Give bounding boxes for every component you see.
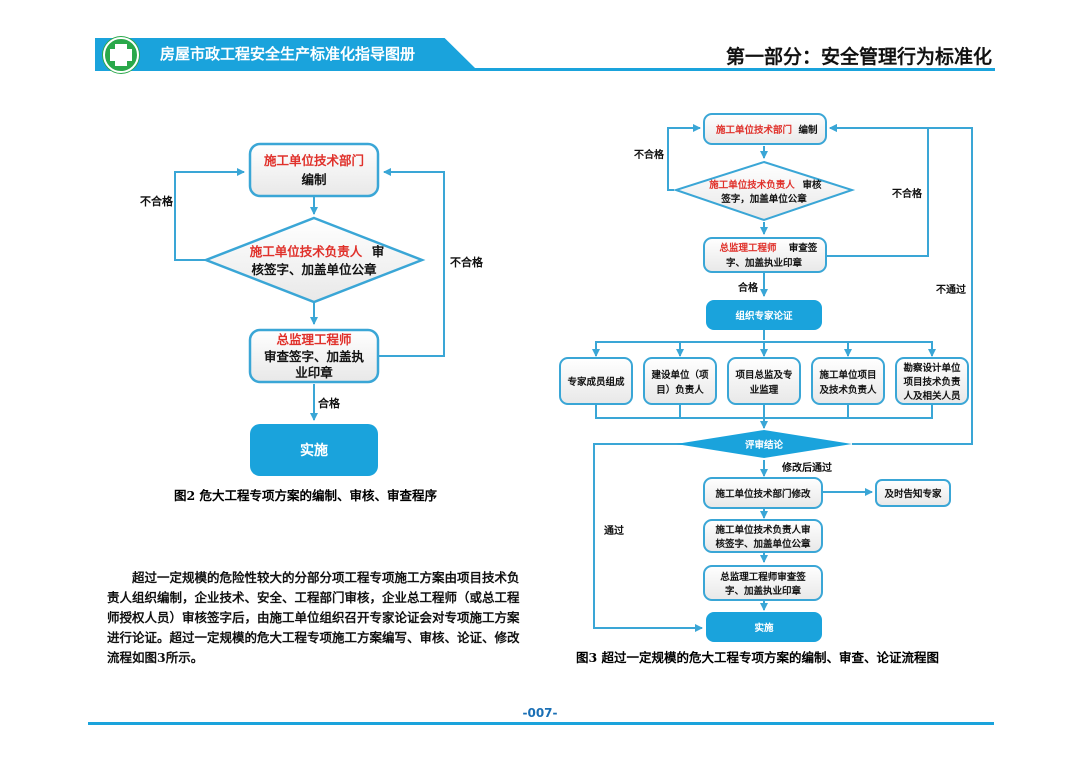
fig3-expert-4-l2: 及技术负责人 bbox=[819, 384, 877, 396]
fig2-diamond-black2: 核签字、加盖单位公章 bbox=[251, 262, 377, 277]
fig3-pass: 合格 bbox=[737, 281, 759, 294]
fig3-expert-1: 专家成员组成 bbox=[567, 376, 625, 388]
fig2-implement: 实施 bbox=[300, 442, 328, 459]
fig3-box-implement bbox=[706, 612, 822, 642]
fig2-box-chief bbox=[248, 328, 380, 384]
fig3-review: 评审结论 bbox=[745, 439, 784, 451]
fig3-expert-box-1 bbox=[559, 357, 633, 405]
fig3-expert-box-4 bbox=[811, 357, 885, 405]
fig3-fail-right: 不合格 bbox=[892, 187, 923, 200]
fig2-fail-left: 不合格 bbox=[140, 194, 174, 208]
fig3-box-tech-head bbox=[703, 519, 823, 553]
fig2-diamond-review bbox=[202, 216, 426, 304]
figure-3-connectors bbox=[592, 124, 973, 632]
fig3-box-chief bbox=[703, 237, 827, 273]
safety-cross-logo-icon bbox=[103, 37, 139, 73]
fig3-box-notify bbox=[875, 479, 951, 507]
fig2-caption: 图2 危大工程专项方案的编制、审核、审查程序 bbox=[174, 488, 438, 503]
fig3-top-red: 施工单位技术部门 bbox=[716, 124, 792, 136]
fig3-not-pass: 不通过 bbox=[936, 283, 966, 296]
figure-2 bbox=[174, 168, 445, 421]
header-title: 房屋市政工程安全生产标准化指导图册 bbox=[160, 45, 416, 63]
fig3-tech-head-l1: 施工单位技术负责人审 bbox=[715, 524, 810, 536]
fig2-box2-line2: 业印章 bbox=[295, 365, 333, 380]
fig2-fail-right: 不合格 bbox=[450, 255, 484, 269]
fig3-notify: 及时告知专家 bbox=[884, 488, 942, 500]
fig3-diamond-review bbox=[672, 160, 856, 222]
fig3-diamond-conclusion bbox=[676, 430, 852, 458]
fig3-expert-box-5 bbox=[895, 357, 969, 405]
fig3-tech-head-l2: 核签字、加盖单位公章 bbox=[715, 538, 811, 550]
fig3-expert-2-l2: 目）负责人 bbox=[656, 384, 704, 396]
fig3-organize: 组织专家论证 bbox=[735, 310, 793, 322]
fig3-expert-4-l1: 施工单位项目 bbox=[819, 369, 876, 381]
header-banner bbox=[95, 38, 475, 68]
fig3-expert-5-l1: 勘察设计单位 bbox=[903, 362, 961, 374]
fig3-expert-5-l3: 人及相关人员 bbox=[903, 390, 961, 402]
fig3-expert-3-l1: 项目总监及专 bbox=[735, 369, 793, 381]
fig2-diamond-black1: 审 bbox=[372, 244, 385, 259]
fig3-diamond-black2: 签字，加盖单位公章 bbox=[720, 193, 807, 205]
fig3-modify: 施工单位技术部门修改 bbox=[715, 488, 811, 500]
fig3-chief-red: 总监理工程师 bbox=[719, 242, 777, 254]
fig2-box-implement bbox=[250, 424, 378, 476]
page-number: -007- bbox=[522, 706, 558, 720]
fig3-chief-black1: 审查签 bbox=[789, 242, 818, 254]
fig3-chief-black2: 字、加盖执业印章 bbox=[726, 257, 803, 269]
fig2-box2-red: 总监理工程师 bbox=[276, 332, 352, 347]
fig2-box2-line1: 审查签字、加盖执 bbox=[264, 349, 365, 364]
fig2-fail-left-loop bbox=[174, 168, 245, 261]
footer-rule bbox=[88, 722, 994, 725]
section-title: 第一部分：安全管理行为标准化 bbox=[725, 46, 992, 68]
fig3-chief2-l1: 总监理工程师审查签 bbox=[720, 571, 806, 583]
fig3-expert-box-3 bbox=[727, 357, 801, 405]
fig2-box1-red: 施工单位技术部门 bbox=[264, 153, 364, 168]
fig3-box-chief2 bbox=[703, 565, 823, 601]
fig2-diamond-red: 施工单位技术负责人 bbox=[250, 244, 363, 259]
fig3-expert-box-2 bbox=[643, 357, 717, 405]
fig3-fail-left: 不合格 bbox=[634, 148, 665, 161]
fig2-box-compile bbox=[248, 142, 380, 198]
fig3-box-organize bbox=[706, 300, 822, 330]
fig3-expert-3-l2: 业监理 bbox=[750, 384, 779, 396]
fig2-pass: 合格 bbox=[318, 396, 341, 410]
figure-3-nodes bbox=[559, 113, 969, 642]
fig3-diamond-black1: 审核 bbox=[802, 179, 822, 191]
fig3-caption: 图3 超过一定规模的危大工程专项方案的编制、审查、论证流程图 bbox=[576, 650, 939, 665]
fig3-top-black: 编制 bbox=[798, 124, 818, 136]
fig3-diamond-red: 施工单位技术负责人 bbox=[709, 179, 795, 191]
fig2-fail-right-loop bbox=[379, 168, 445, 357]
body-paragraph: 超过一定规模的危险性较大的分部分项工程专项施工方案由项目技术负责人组织编制，企业… bbox=[107, 570, 520, 665]
fig3-box-modify bbox=[703, 477, 823, 509]
header-rule bbox=[95, 68, 995, 71]
fig3-passed: 通过 bbox=[604, 524, 624, 537]
fig3-box-compile bbox=[703, 113, 827, 145]
fig2-box1-black: 编制 bbox=[301, 172, 326, 187]
fig3-chief2-l2: 字、加盖执业印章 bbox=[725, 585, 802, 597]
fig3-implement: 实施 bbox=[754, 622, 774, 634]
fig3-expert-5-l2: 项目技术负责 bbox=[903, 376, 961, 388]
fig3-revise-pass: 修改后通过 bbox=[781, 461, 832, 474]
fig3-expert-2-l1: 建设单位（项 bbox=[650, 369, 709, 381]
figure-2-nodes bbox=[202, 142, 426, 476]
